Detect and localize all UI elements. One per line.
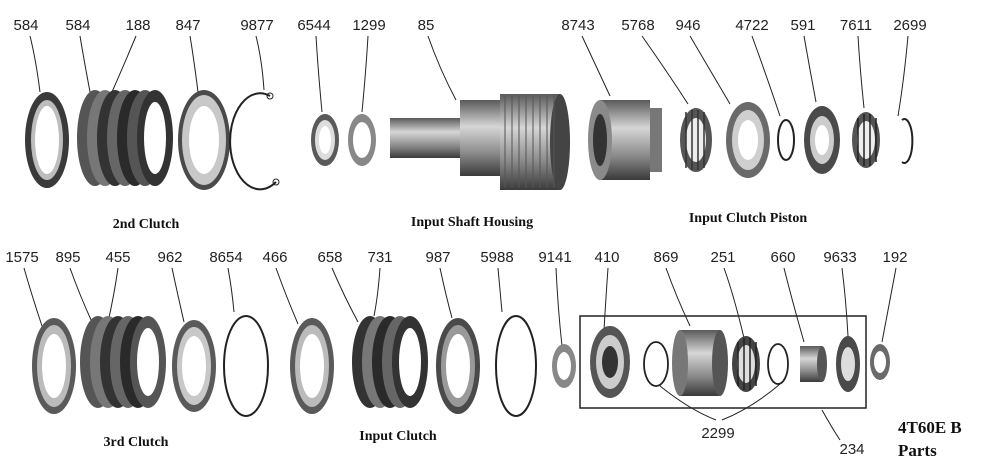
part-5768-spring	[680, 108, 712, 172]
part-7611-roller	[852, 112, 880, 168]
part-number-591: 591	[790, 17, 815, 34]
part-188-clutch-pack	[77, 90, 173, 186]
part-8743-housing	[588, 100, 662, 180]
part-946-piston	[726, 102, 770, 178]
diagram-title-line1: 4T60E B	[898, 418, 962, 437]
part-number-946: 946	[675, 17, 700, 34]
part-85-input-shaft-housing	[390, 94, 570, 190]
part-number-234: 234	[839, 441, 864, 458]
part-847-plate	[178, 90, 230, 190]
part-number-466: 466	[262, 249, 287, 266]
part-number-455: 455	[105, 249, 130, 266]
part-number-658: 658	[317, 249, 342, 266]
part-number-962: 962	[157, 249, 182, 266]
part-number-8743: 8743	[561, 17, 594, 34]
part-number-1299: 1299	[352, 17, 385, 34]
part-number-85: 85	[418, 17, 435, 34]
top-leader-lines	[29, 35, 909, 117]
part-number-869: 869	[653, 249, 678, 266]
part-number-660: 660	[770, 249, 795, 266]
part-number-2699: 2699	[893, 17, 926, 34]
part-9877-snap-ring	[229, 92, 280, 191]
part-number-5768: 5768	[621, 17, 654, 34]
part-2699-snap-ring	[901, 118, 914, 164]
part-584-plate	[25, 92, 69, 188]
part-number-987: 987	[425, 249, 450, 266]
caption-2nd-clutch: 2nd Clutch	[113, 217, 180, 232]
callout-leaders	[659, 383, 841, 441]
part-1299-washer	[348, 114, 376, 166]
part-8654-snap-ring	[223, 315, 269, 417]
part-number-192: 192	[882, 249, 907, 266]
part-591-bearing	[804, 106, 840, 174]
part-5988-snap-ring	[495, 315, 537, 417]
part-455-clutch-pack	[80, 316, 166, 408]
part-number-5988: 5988	[480, 249, 513, 266]
part-number-584-b: 584	[65, 17, 90, 34]
part-869-bearing	[672, 330, 728, 396]
part-number-251: 251	[710, 249, 735, 266]
part-number-4722: 4722	[735, 17, 768, 34]
part-251-roller	[732, 336, 760, 392]
part-number-7611: 7611	[840, 17, 872, 34]
part-number-847: 847	[175, 17, 200, 34]
bottom-leader-lines	[23, 267, 897, 347]
parts-group-box	[579, 315, 867, 409]
part-number-9141: 9141	[538, 249, 571, 266]
part-2299-ring-b	[767, 343, 789, 385]
part-4722-seal	[777, 119, 795, 161]
part-466-plate	[290, 318, 334, 414]
part-9141-washer	[552, 344, 576, 388]
part-2299-ring-a	[643, 341, 669, 387]
part-6544-washer	[311, 114, 339, 166]
part-410-gear	[590, 326, 630, 398]
part-number-8654: 8654	[209, 249, 242, 266]
part-number-9633: 9633	[823, 249, 856, 266]
part-number-1575: 1575	[5, 249, 38, 266]
part-962-plate	[172, 320, 216, 412]
part-number-6544: 6544	[297, 17, 330, 34]
diagram-title-line2: Parts	[898, 441, 937, 460]
part-number-188: 188	[125, 17, 150, 34]
part-1575-plate	[32, 318, 76, 414]
caption-3rd-clutch: 3rd Clutch	[104, 435, 169, 450]
part-660-bearing	[800, 346, 827, 382]
part-9633-washer	[836, 336, 860, 392]
part-number-895: 895	[55, 249, 80, 266]
caption-input-clutch-piston: Input Clutch Piston	[689, 211, 807, 226]
part-987-plate	[436, 318, 480, 414]
part-192-bushing	[870, 344, 890, 380]
part-number-2299: 2299	[701, 425, 734, 442]
part-number-9877: 9877	[240, 17, 273, 34]
caption-input-clutch: Input Clutch	[359, 429, 437, 444]
caption-input-shaft-housing: Input Shaft Housing	[411, 215, 533, 230]
part-number-584-a: 584	[13, 17, 38, 34]
part-number-410: 410	[594, 249, 619, 266]
part-number-731: 731	[367, 249, 392, 266]
part-731-clutch-pack	[352, 316, 428, 408]
